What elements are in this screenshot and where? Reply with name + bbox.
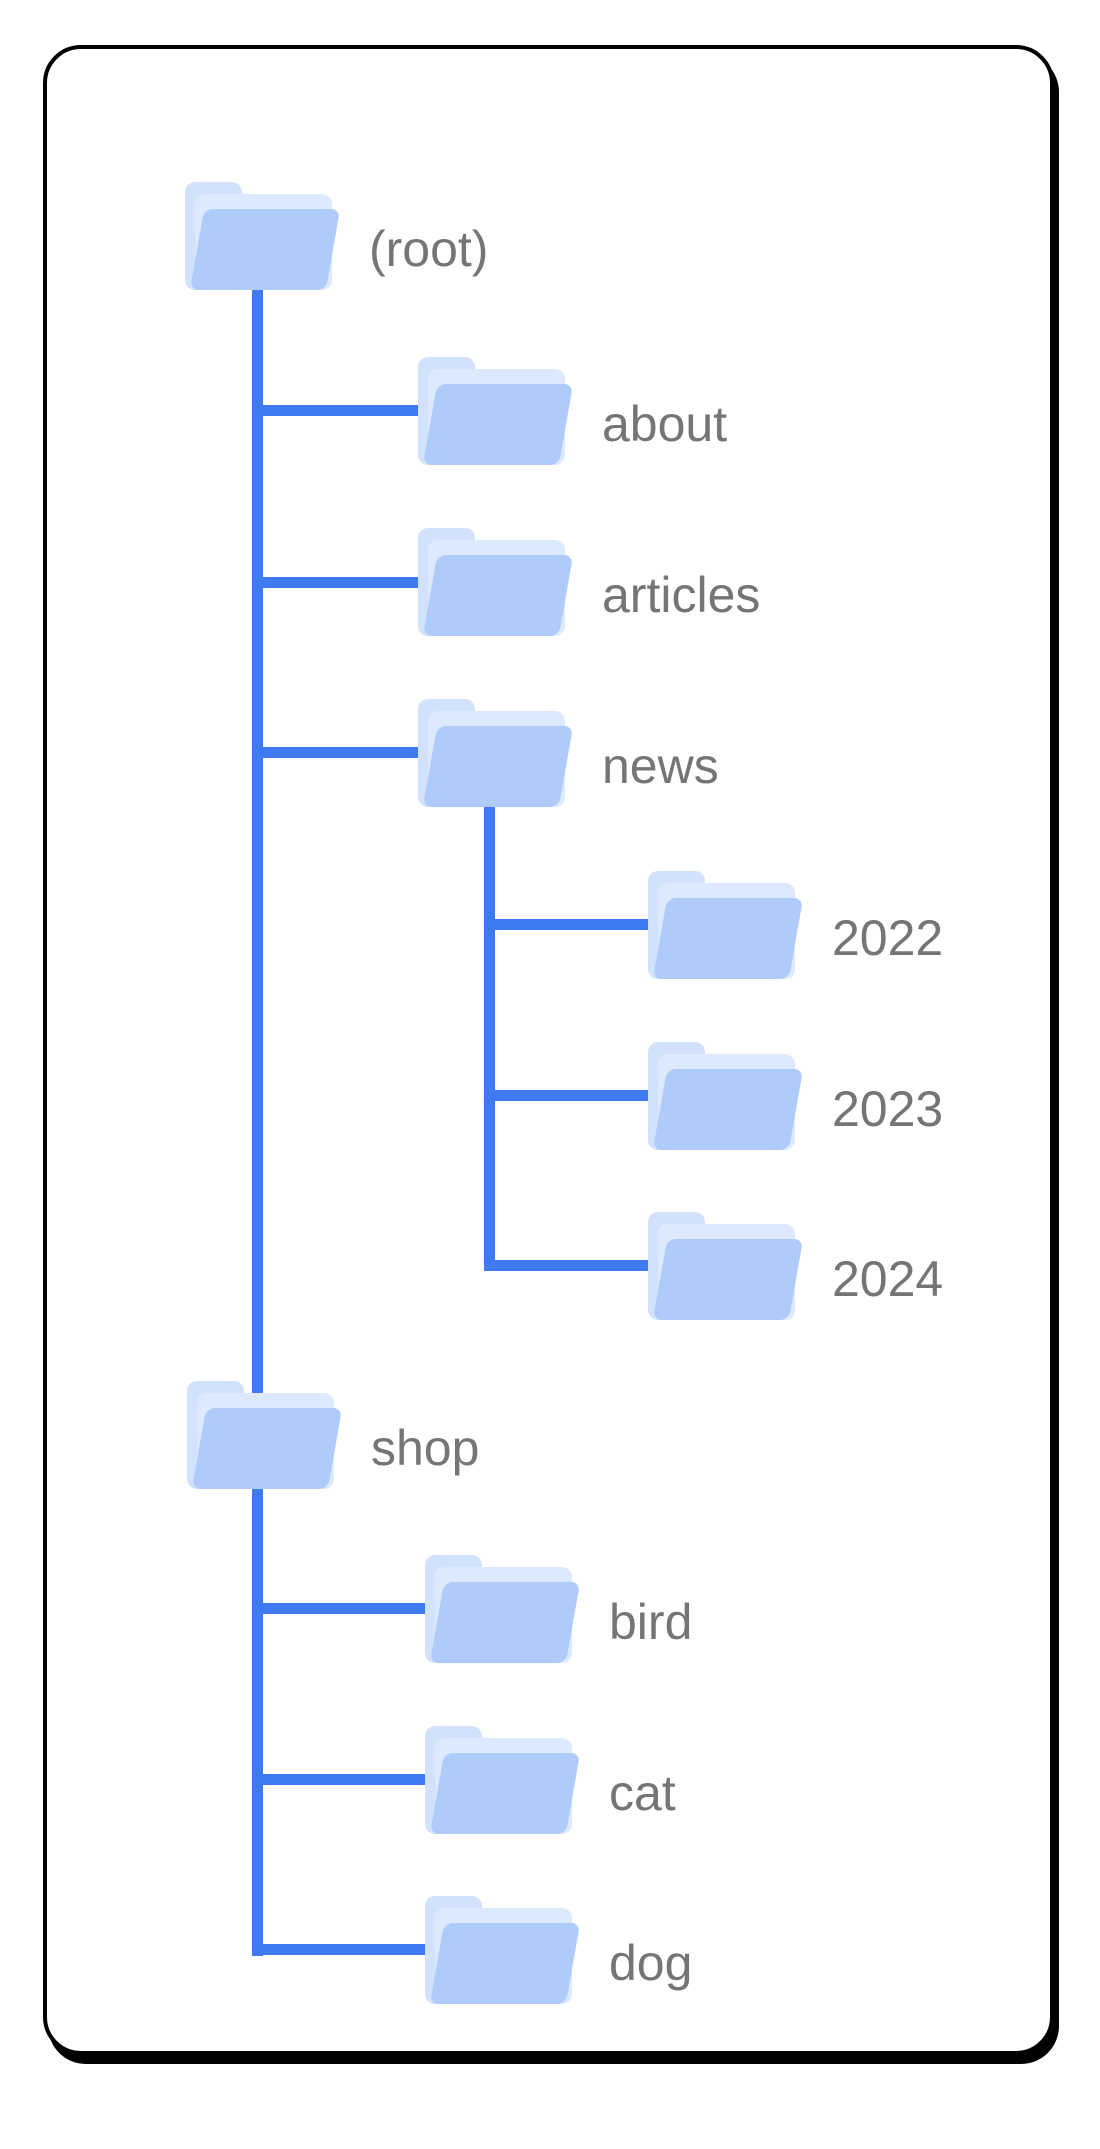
branch-line-bird bbox=[252, 1603, 477, 1614]
folder-icon bbox=[648, 871, 804, 979]
folder-nodes-layer: (root) about articles bbox=[47, 49, 1100, 2149]
folder-front-shape bbox=[429, 1923, 581, 2004]
branch-line-2024 bbox=[484, 1260, 702, 1271]
folder-front-shape bbox=[652, 1239, 804, 1320]
folder-icon bbox=[648, 1212, 804, 1320]
folder-icon bbox=[425, 1726, 581, 1834]
folder-front-shape bbox=[652, 1069, 804, 1150]
tree-node-articles: articles bbox=[418, 528, 918, 636]
news-trunk-line bbox=[484, 799, 495, 1271]
folder-front-shape bbox=[652, 898, 804, 979]
folder-front-shape bbox=[189, 209, 341, 290]
folder-label: shop bbox=[371, 1420, 480, 1476]
folder-label: 2024 bbox=[832, 1251, 944, 1307]
folder-label: 2023 bbox=[832, 1081, 944, 1137]
branch-line-dog bbox=[252, 1944, 477, 1955]
branch-line-articles bbox=[252, 577, 477, 588]
branch-line-cat bbox=[252, 1774, 477, 1785]
root-trunk-line bbox=[252, 279, 263, 1956]
folder-icon bbox=[418, 528, 574, 636]
folder-icon bbox=[187, 1381, 343, 1489]
folder-label: about bbox=[602, 396, 728, 452]
folder-icon bbox=[425, 1555, 581, 1663]
folder-label: bird bbox=[609, 1594, 693, 1650]
branch-line-news bbox=[252, 747, 477, 758]
tree-node-2022: 2022 bbox=[648, 871, 1100, 979]
tree-node-news: news bbox=[418, 699, 918, 807]
folder-label: articles bbox=[602, 567, 761, 623]
folder-icon bbox=[648, 1042, 804, 1150]
branch-line-2023 bbox=[484, 1090, 702, 1101]
folder-label: 2022 bbox=[832, 910, 944, 966]
folder-front-shape bbox=[191, 1408, 343, 1489]
connector-lines-layer bbox=[47, 49, 1100, 2149]
folder-front-shape bbox=[429, 1582, 581, 1663]
tree-node-dog: dog bbox=[425, 1896, 925, 2004]
branch-line-2022 bbox=[484, 919, 702, 930]
folder-icon bbox=[418, 699, 574, 807]
folder-label: (root) bbox=[369, 221, 489, 277]
tree-node-2023: 2023 bbox=[648, 1042, 1100, 1150]
folder-front-shape bbox=[429, 1753, 581, 1834]
tree-node-shop: shop bbox=[187, 1381, 687, 1489]
tree-node-2024: 2024 bbox=[648, 1212, 1100, 1320]
folder-icon bbox=[185, 182, 341, 290]
folder-label: cat bbox=[609, 1765, 676, 1821]
folder-label: dog bbox=[609, 1935, 693, 1991]
tree-node-bird: bird bbox=[425, 1555, 925, 1663]
folder-icon bbox=[425, 1896, 581, 2004]
folder-label: news bbox=[602, 738, 719, 794]
tree-node-cat: cat bbox=[425, 1726, 925, 1834]
folder-icon bbox=[418, 357, 574, 465]
folder-front-shape bbox=[422, 555, 574, 636]
tree-node-root: (root) bbox=[185, 182, 685, 290]
folder-front-shape bbox=[422, 726, 574, 807]
tree-node-about: about bbox=[418, 357, 918, 465]
diagram-card: (root) about articles bbox=[43, 45, 1054, 2055]
branch-line-about bbox=[252, 405, 477, 416]
folder-front-shape bbox=[422, 384, 574, 465]
